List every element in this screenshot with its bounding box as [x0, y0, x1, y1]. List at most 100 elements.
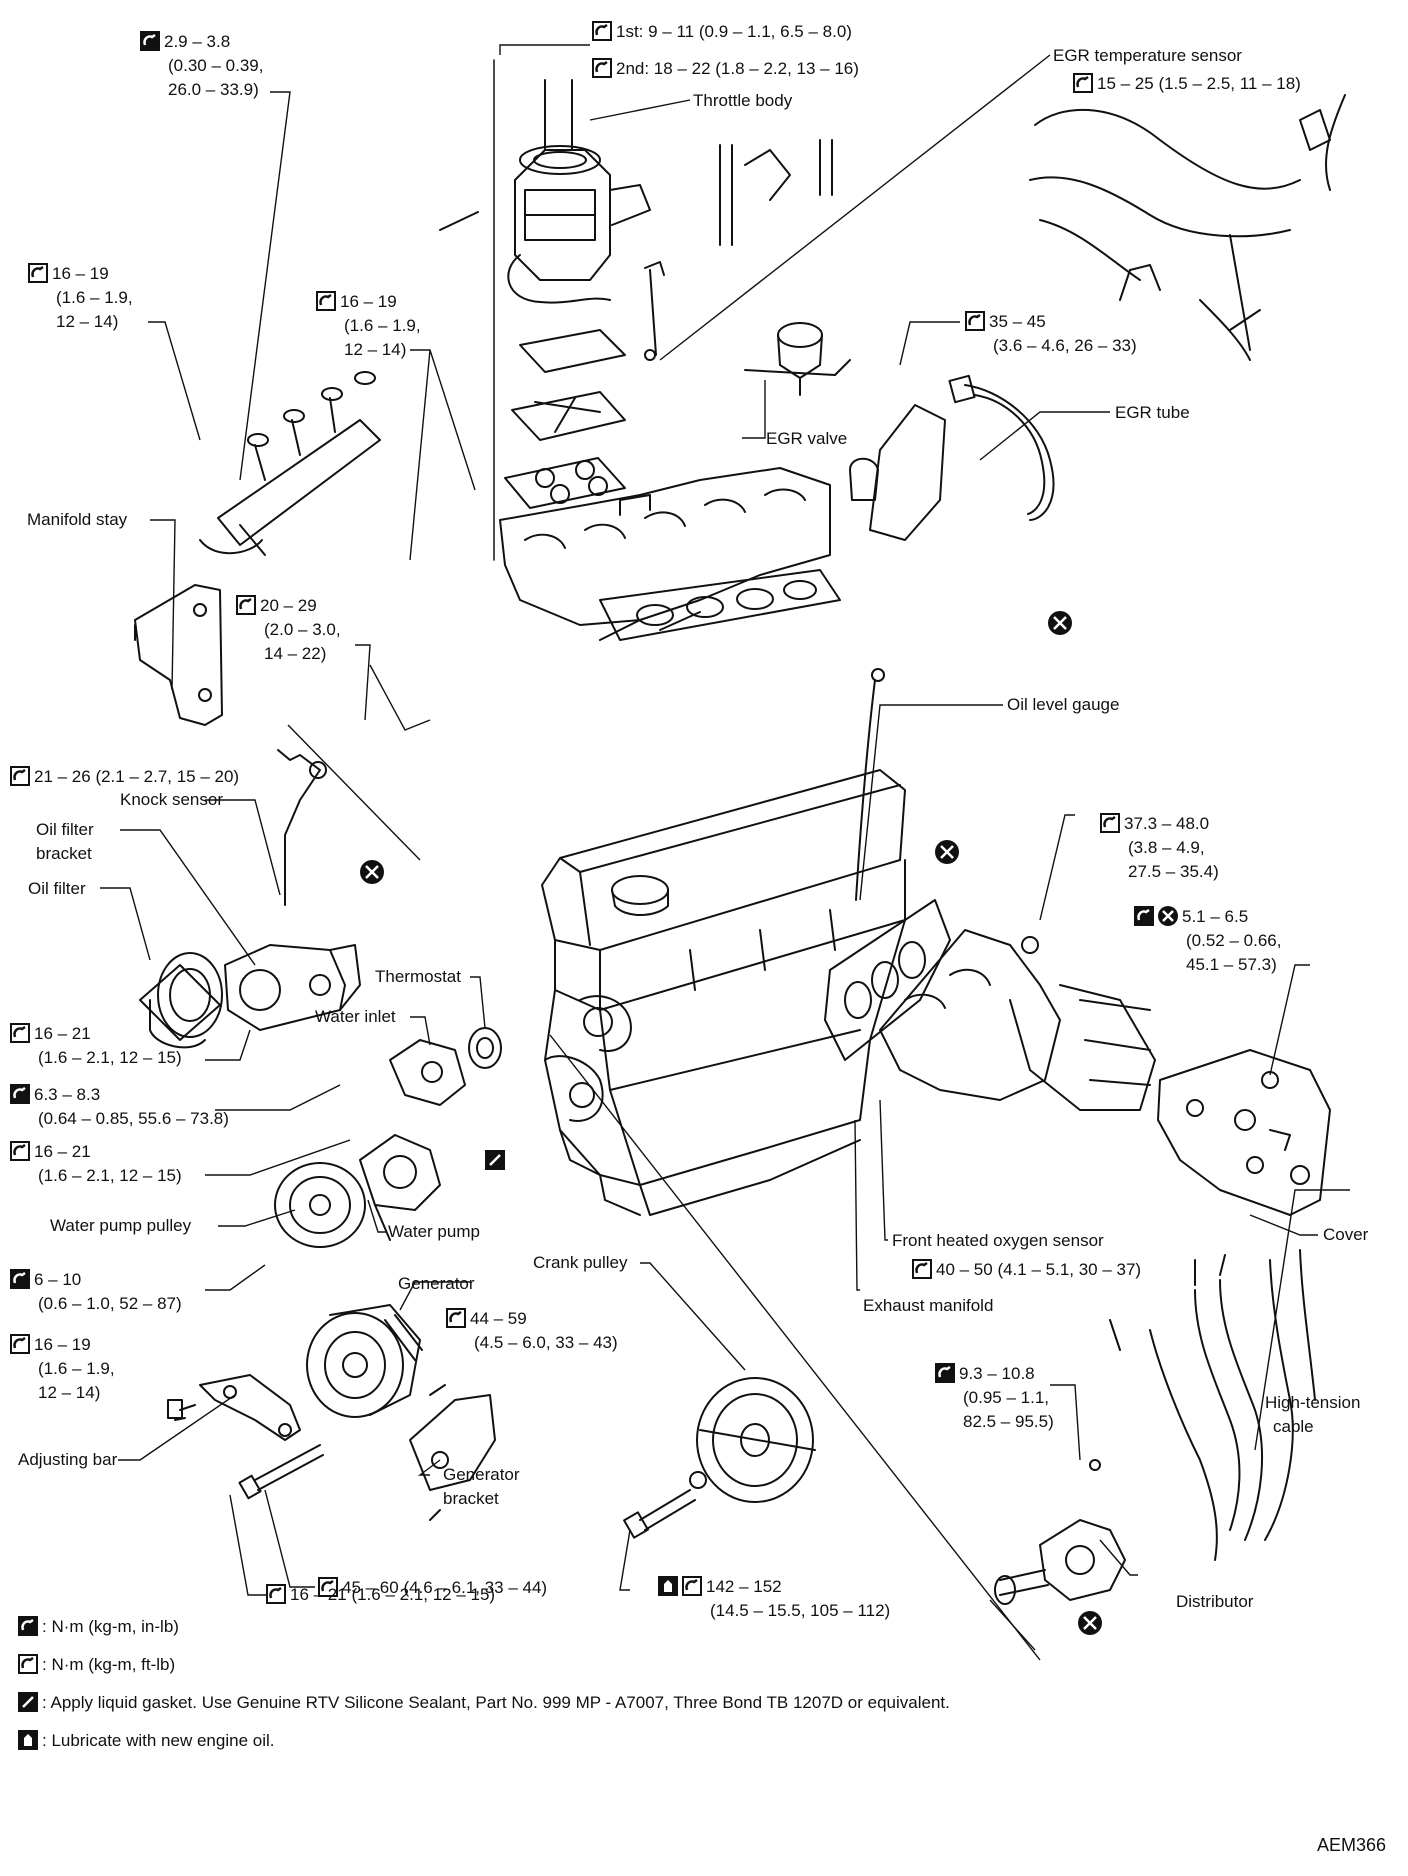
torque-spec-intake-collector: 16 – 19 (1.6 – 1.9, 12 – 14): [316, 290, 421, 362]
label-oil-level-gauge: Oil level gauge: [1007, 695, 1120, 714]
label-oil-filter-bracket-2: bracket: [36, 844, 92, 863]
torque-ftlb-icon: [266, 1584, 286, 1604]
torque-value: 35 – 45: [989, 312, 1046, 331]
legend-in-lb: : N·m (kg-m, in-lb): [18, 1615, 179, 1639]
torque-ftlb-icon: [10, 1334, 30, 1354]
torque-value: 12 – 14): [56, 312, 119, 331]
torque-spec-egr-temp-sensor: 15 – 25 (1.5 – 2.5, 11 – 18): [1073, 72, 1301, 96]
oil-filter-drawing: [139, 952, 223, 1049]
torque-spec-throttle-2nd: 2nd: 18 – 22 (1.8 – 2.2, 13 – 16): [592, 57, 859, 81]
torque-spec-intake-manifold: 20 – 29 (2.0 – 3.0, 14 – 22): [236, 594, 341, 666]
torque-value: 16 – 21: [34, 1024, 91, 1043]
torque-value: (2.0 – 3.0,: [264, 620, 341, 639]
torque-value: 9.3 – 10.8: [959, 1364, 1035, 1383]
torque-value: (1.6 – 2.1, 12 – 15): [38, 1166, 182, 1185]
label-egr-temperature-sensor: EGR temperature sensor: [1053, 46, 1242, 65]
label-water-pump-pulley: Water pump pulley: [50, 1216, 192, 1235]
torque-value: (0.30 – 0.39,: [168, 56, 264, 75]
torque-spec-generator-bracket-nut: 44 – 59 (4.5 – 6.0, 33 – 43): [446, 1307, 618, 1355]
label-knock-sensor: Knock sensor: [120, 790, 223, 809]
torque-spec-throttle-1st: 1st: 9 – 11 (0.9 – 1.1, 6.5 – 8.0): [592, 20, 852, 44]
label-generator-bracket-2: bracket: [443, 1489, 499, 1508]
torque-inlb-icon: [1134, 906, 1154, 926]
torque-ftlb-icon: [592, 58, 612, 78]
torque-spec-exhaust-manifold-nut: 37.3 – 48.0 (3.8 – 4.9, 27.5 – 35.4): [1100, 812, 1219, 884]
torque-value: 15 – 25 (1.5 – 2.5, 11 – 18): [1097, 74, 1301, 93]
label-manifold-stay: Manifold stay: [27, 510, 128, 529]
torque-inlb-icon: [10, 1269, 30, 1289]
torque-inlb-icon: [10, 1084, 30, 1104]
torque-value: 2nd: 18 – 22 (1.8 – 2.2, 13 – 16): [616, 59, 859, 78]
legend-text: : N·m (kg-m, in-lb): [42, 1617, 179, 1636]
replace-marker-icon: [1078, 1611, 1102, 1635]
replace-marker-icon: [360, 860, 384, 884]
torque-ftlb-icon: [446, 1308, 466, 1328]
label-generator: Generator: [398, 1274, 475, 1293]
label-front-heated-oxygen-sensor: Front heated oxygen sensor: [892, 1231, 1104, 1250]
label-thermostat: Thermostat: [375, 967, 461, 986]
torque-value: (3.6 – 4.6, 26 – 33): [993, 336, 1137, 355]
torque-inlb-icon: [18, 1616, 38, 1636]
torque-spec-fuel-rail: 16 – 19 (1.6 – 1.9, 12 – 14): [28, 262, 133, 334]
oil-lubricate-icon: [18, 1730, 38, 1750]
label-throttle-body: Throttle body: [693, 91, 793, 110]
label-crank-pulley: Crank pulley: [533, 1253, 628, 1272]
intake-manifold-drawing: [499, 467, 831, 641]
torque-value: 21 – 26 (2.1 – 2.7, 15 – 20): [34, 767, 240, 786]
egr-valve-drawing: [744, 322, 851, 396]
intake-gasket-drawing: [599, 569, 841, 641]
torque-value: (0.52 – 0.66,: [1186, 931, 1282, 950]
legend-text: : Apply liquid gasket. Use Genuine RTV S…: [42, 1693, 950, 1712]
torque-value: 1st: 9 – 11 (0.9 – 1.1, 6.5 – 8.0): [616, 22, 852, 41]
egr-tube-drawing: [948, 374, 1055, 521]
crank-pulley-drawing: [689, 1377, 816, 1503]
knock-sensor-drawing: [277, 749, 327, 906]
torque-spec-generator-bracket-lower-spec: 16 – 21 (1.6 – 2.1, 12 – 15): [266, 1583, 495, 1607]
label-oil-filter-bracket-1: Oil filter: [36, 820, 94, 839]
legend-oil: : Lubricate with new engine oil.: [18, 1729, 274, 1753]
torque-ftlb-icon: [28, 263, 48, 283]
water-inlet-drawing: [389, 1039, 466, 1106]
torque-value: 45 – 60 (4.6 – 6.1, 33 – 44): [342, 1578, 548, 1597]
torque-value: 12 – 14): [344, 340, 407, 359]
legend-text: : Lubricate with new engine oil.: [42, 1731, 275, 1750]
torque-value: (3.8 – 4.9,: [1128, 838, 1205, 857]
torque-value: (0.95 – 1.1,: [963, 1388, 1050, 1407]
torque-value: 16 – 21: [34, 1142, 91, 1161]
torque-spec-knock-sensor: 21 – 26 (2.1 – 2.7, 15 – 20): [10, 765, 239, 789]
liquid-gasket-icon: [18, 1692, 38, 1712]
water-pump-drawing: [359, 1134, 441, 1241]
upper-hoses-drawing: [439, 139, 833, 246]
legend-ft-lb: : N·m (kg-m, ft-lb): [18, 1653, 175, 1677]
torque-value: 40 – 50 (4.1 – 5.1, 30 – 37): [936, 1260, 1142, 1279]
torque-value: 20 – 29: [260, 596, 317, 615]
torque-spec-fuel-tube: 2.9 – 3.8 (0.30 – 0.39, 26.0 – 33.9): [140, 30, 263, 102]
torque-value: 5.1 – 6.5: [1182, 907, 1249, 926]
engine-block-drawing: [541, 769, 906, 1216]
torque-ftlb-icon: [1100, 813, 1120, 833]
manifold-stay-drawing: [134, 584, 223, 726]
torque-value: 142 – 152: [706, 1577, 782, 1596]
egr-harness-drawing: [1029, 94, 1346, 361]
cover-drawing: [1157, 1049, 1331, 1216]
torque-value: 45.1 – 57.3): [1186, 955, 1277, 974]
torque-spec-cover-bolt: 5.1 – 6.5 (0.52 – 0.66, 45.1 – 57.3): [1134, 905, 1281, 977]
torque-value: (0.64 – 0.85, 55.6 – 73.8): [38, 1109, 229, 1128]
label-high-tension-cable-1: High-tension: [1265, 1393, 1361, 1412]
torque-ftlb-icon: [18, 1654, 38, 1674]
distributor-drawing: [994, 1459, 1126, 1605]
torque-ftlb-icon: [318, 1577, 338, 1597]
torque-value: (1.6 – 1.9,: [56, 288, 133, 307]
torque-value: 16 – 21 (1.6 – 2.1, 12 – 15): [290, 1585, 496, 1604]
torque-value: 37.3 – 48.0: [1124, 814, 1210, 833]
torque-spec-crank-pulley-bolt: 142 – 152 (14.5 – 15.5, 105 – 112): [658, 1575, 890, 1623]
torque-spec-distributor: 9.3 – 10.8 (0.95 – 1.1, 82.5 – 95.5): [935, 1362, 1054, 1434]
replace-marker-icon: [935, 840, 959, 864]
torque-ftlb-icon: [912, 1259, 932, 1279]
torque-spec-adjusting-bar: 16 – 19 (1.6 – 1.9, 12 – 14): [10, 1333, 115, 1405]
torque-ftlb-icon: [316, 291, 336, 311]
torque-value: 16 – 19: [52, 264, 109, 283]
